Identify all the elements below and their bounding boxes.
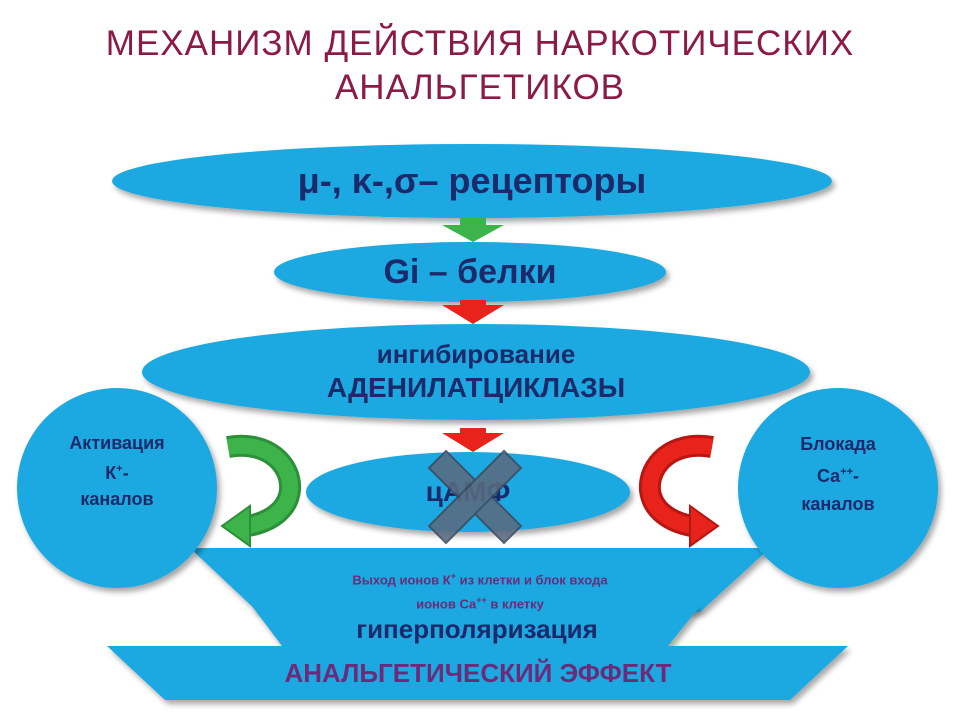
k-activation-circle: [17, 388, 217, 588]
title-line-1: МЕХАНИЗМ ДЕЙСТВИЯ НАРКОТИЧЕСКИХ: [105, 24, 855, 63]
ca-symbol: Са: [816, 466, 841, 486]
analgesic-effect-chevron: [107, 646, 848, 700]
ca-block-line-2: Са++-: [758, 458, 918, 490]
k-dash: -: [122, 463, 129, 483]
red-arrow-down-2: [442, 428, 504, 452]
red-arrow-down-1: [442, 300, 504, 324]
k-charge: +: [116, 463, 123, 475]
gi-proteins-label: Gi – белки: [383, 253, 557, 291]
red-curved-arrow-icon: [638, 434, 720, 548]
ca-block-label: Блокада Са++- каналов: [758, 430, 918, 518]
block-cross-icon: [427, 449, 523, 545]
k-activation-line-1: Активация: [69, 433, 165, 453]
receptors-ellipse: [112, 144, 832, 218]
ca-block-line-3: каналов: [801, 494, 875, 514]
k-symbol: К: [105, 463, 117, 483]
green-curved-arrow-icon: [220, 434, 302, 548]
page-title: МЕХАНИЗМ ДЕЙСТВИЯ НАРКОТИЧЕСКИХ АНАЛЬГЕТ…: [0, 22, 960, 110]
inhibition-line-2: АДЕНИЛАТЦИКЛАЗЫ: [326, 372, 626, 403]
k-activation-label: Активация К+- каналов: [37, 430, 197, 512]
ca-dash: -: [853, 466, 860, 486]
k-activation-line-2: К+-: [37, 456, 197, 486]
inhibition-line-1: ингибирование: [376, 339, 576, 369]
ion-flow-line-1: Выход ионов К+ из клетки и блок входа: [352, 571, 608, 588]
hyperpolarization-label: гиперполяризация: [356, 614, 598, 644]
ion-flow-label: Выход ионов К+ из клетки и блок входа ио…: [280, 566, 680, 615]
inhibition-label: ингибирование АДЕНИЛАТЦИКЛАЗЫ: [142, 338, 810, 406]
hyperpolarization-band: [252, 606, 700, 646]
ca-block-line-1: Блокада: [800, 434, 876, 454]
inhibition-ellipse: [142, 324, 810, 420]
receptors-label: μ-, κ-,σ– рецепторы: [297, 160, 647, 201]
ion-flow-line-2: ионов Са++ в клетку: [416, 595, 544, 612]
analgesic-effect-label: АНАЛЬГЕТИЧЕСКИЙ ЭФФЕКТ: [284, 658, 672, 688]
ca-block-circle: [738, 388, 938, 588]
green-arrow-down: [442, 218, 504, 242]
ion-flow-funnel: [190, 548, 770, 612]
k-activation-line-3: каналов: [80, 489, 154, 509]
gi-proteins-ellipse: [274, 242, 666, 302]
title-line-2: АНАЛЬГЕТИКОВ: [334, 68, 626, 107]
ca-charge: ++: [840, 466, 854, 478]
